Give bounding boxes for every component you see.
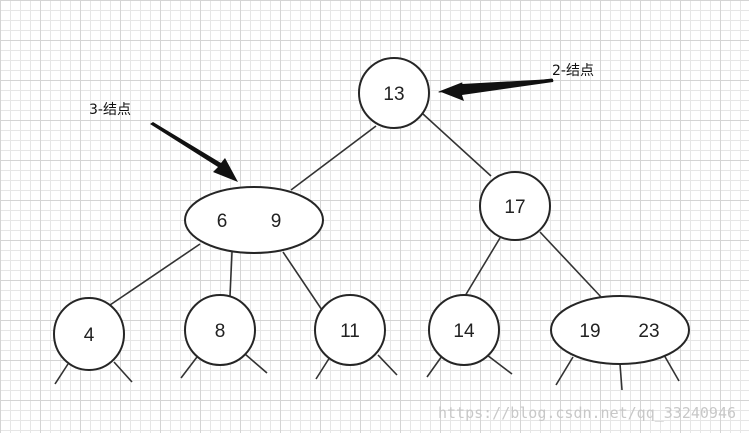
node-key: 11 <box>340 321 360 342</box>
stub-edge <box>244 353 268 374</box>
stub-edge <box>315 356 331 380</box>
stub-edge <box>663 354 680 382</box>
node-key-1: 19 <box>579 321 600 342</box>
two-node-label: 2-结点 <box>552 63 594 79</box>
tree-node-17: 17 <box>479 171 551 241</box>
tree-node-13: 13 <box>358 57 430 129</box>
three-node-arrow-icon <box>150 122 238 182</box>
tree-node-14: 14 <box>428 294 500 366</box>
leaf-stub-edges <box>54 353 680 391</box>
tree-node-8: 8 <box>184 294 256 366</box>
stub-edge <box>486 354 513 375</box>
stub-edge <box>180 356 198 379</box>
edge-13-to-17 <box>422 113 492 177</box>
stub-edge <box>426 355 443 378</box>
node-key: 4 <box>84 325 95 346</box>
stub-edge <box>619 363 623 391</box>
edge-6-9-to-4 <box>109 243 201 306</box>
edge-6-9-to-8 <box>229 251 233 297</box>
node-key-1: 6 <box>217 211 228 232</box>
tree-node-4: 4 <box>53 297 125 371</box>
stub-edge <box>555 356 574 386</box>
tree-edges <box>109 113 603 311</box>
stub-edge <box>54 363 69 385</box>
three-node-label: 3-结点 <box>89 102 131 118</box>
node-key: 8 <box>215 321 226 342</box>
tree-node-11: 11 <box>314 294 386 366</box>
edge-13-to-6-9 <box>290 125 377 191</box>
stub-edge <box>377 354 398 376</box>
stub-edge <box>113 361 133 383</box>
edge-17-to-14 <box>464 237 501 297</box>
node-key-2: 9 <box>271 211 282 232</box>
two-node-arrow-icon <box>438 78 554 101</box>
edge-17-to-19-23 <box>539 231 603 299</box>
edge-6-9-to-11 <box>282 251 323 311</box>
node-key-2: 23 <box>638 321 659 342</box>
watermark-text: https://blog.csdn.net/qq_33240946 <box>438 404 736 422</box>
tree-node-6-9: 6 9 <box>184 186 324 254</box>
node-key: 13 <box>383 84 404 105</box>
tree-node-19-23: 19 23 <box>550 295 690 365</box>
node-key: 17 <box>504 197 525 218</box>
node-key: 14 <box>453 321 475 342</box>
